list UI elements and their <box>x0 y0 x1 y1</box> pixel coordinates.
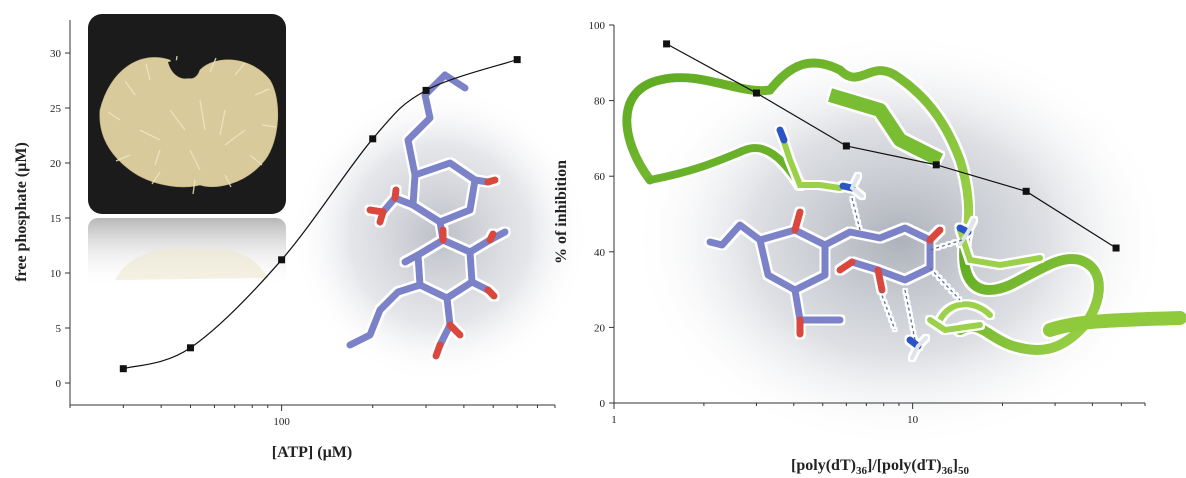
data-point-marker <box>119 365 127 373</box>
y-tick-label: 10 <box>50 268 62 280</box>
x-tick-label: 1 <box>611 414 617 426</box>
right-panel: 0 20 40 60 80 100 1 10 [poly(dT)36]/[poly(dT)3… <box>553 20 1186 477</box>
y-tick-label: 20 <box>50 158 62 170</box>
lichen-photo-reflection <box>88 218 286 288</box>
right-x-ticks: 1 10 <box>611 403 1146 426</box>
y-tick-label: 25 <box>50 103 62 115</box>
y-tick-label: 5 <box>56 323 62 335</box>
left-x-ticks: 100 <box>69 405 556 428</box>
y-tick-label: 0 <box>600 398 606 410</box>
data-point-marker <box>932 161 940 169</box>
left-series-points <box>119 56 521 373</box>
y-tick-label: 0 <box>56 378 62 390</box>
data-point-marker <box>1022 187 1030 195</box>
y-tick-label: 60 <box>594 171 606 183</box>
data-point-marker <box>1112 244 1120 252</box>
y-tick-label: 80 <box>594 96 606 108</box>
depside-molecule-structure <box>346 71 509 360</box>
data-point-marker <box>278 256 286 264</box>
x-tick-label: 100 <box>273 416 290 428</box>
left-y-axis-label: free phosphate (µM) <box>13 142 30 282</box>
left-panel: 0 5 10 15 20 25 30 100 [ATP] (µM) free phospha… <box>13 14 590 461</box>
right-series-line <box>666 43 1117 249</box>
protein-ligand-complex <box>622 58 1186 360</box>
right-x-axis-label: [poly(dT)36]/[poly(dT)36]50 <box>791 457 969 477</box>
x-tick-label: 10 <box>907 414 919 426</box>
data-point-marker <box>842 142 850 150</box>
data-point-marker <box>369 135 377 143</box>
data-point-marker <box>663 40 671 48</box>
left-x-axis-label: [ATP] (µM) <box>272 444 352 461</box>
y-tick-label: 15 <box>50 213 62 225</box>
y-tick-label: 40 <box>594 247 606 259</box>
lichen-photo <box>88 14 286 214</box>
left-y-ticks: 0 5 10 15 20 25 30 <box>50 48 70 390</box>
data-point-marker <box>513 56 521 64</box>
y-tick-label: 100 <box>589 20 606 32</box>
right-series-points <box>663 40 1120 252</box>
data-point-marker <box>422 86 430 94</box>
data-point-marker <box>752 89 760 97</box>
y-tick-label: 20 <box>594 322 606 334</box>
right-y-axis-label: % of inhibition <box>553 160 570 264</box>
right-y-ticks: 0 20 40 60 80 100 <box>589 20 614 410</box>
data-point-marker <box>186 344 194 352</box>
y-tick-label: 30 <box>50 48 62 60</box>
